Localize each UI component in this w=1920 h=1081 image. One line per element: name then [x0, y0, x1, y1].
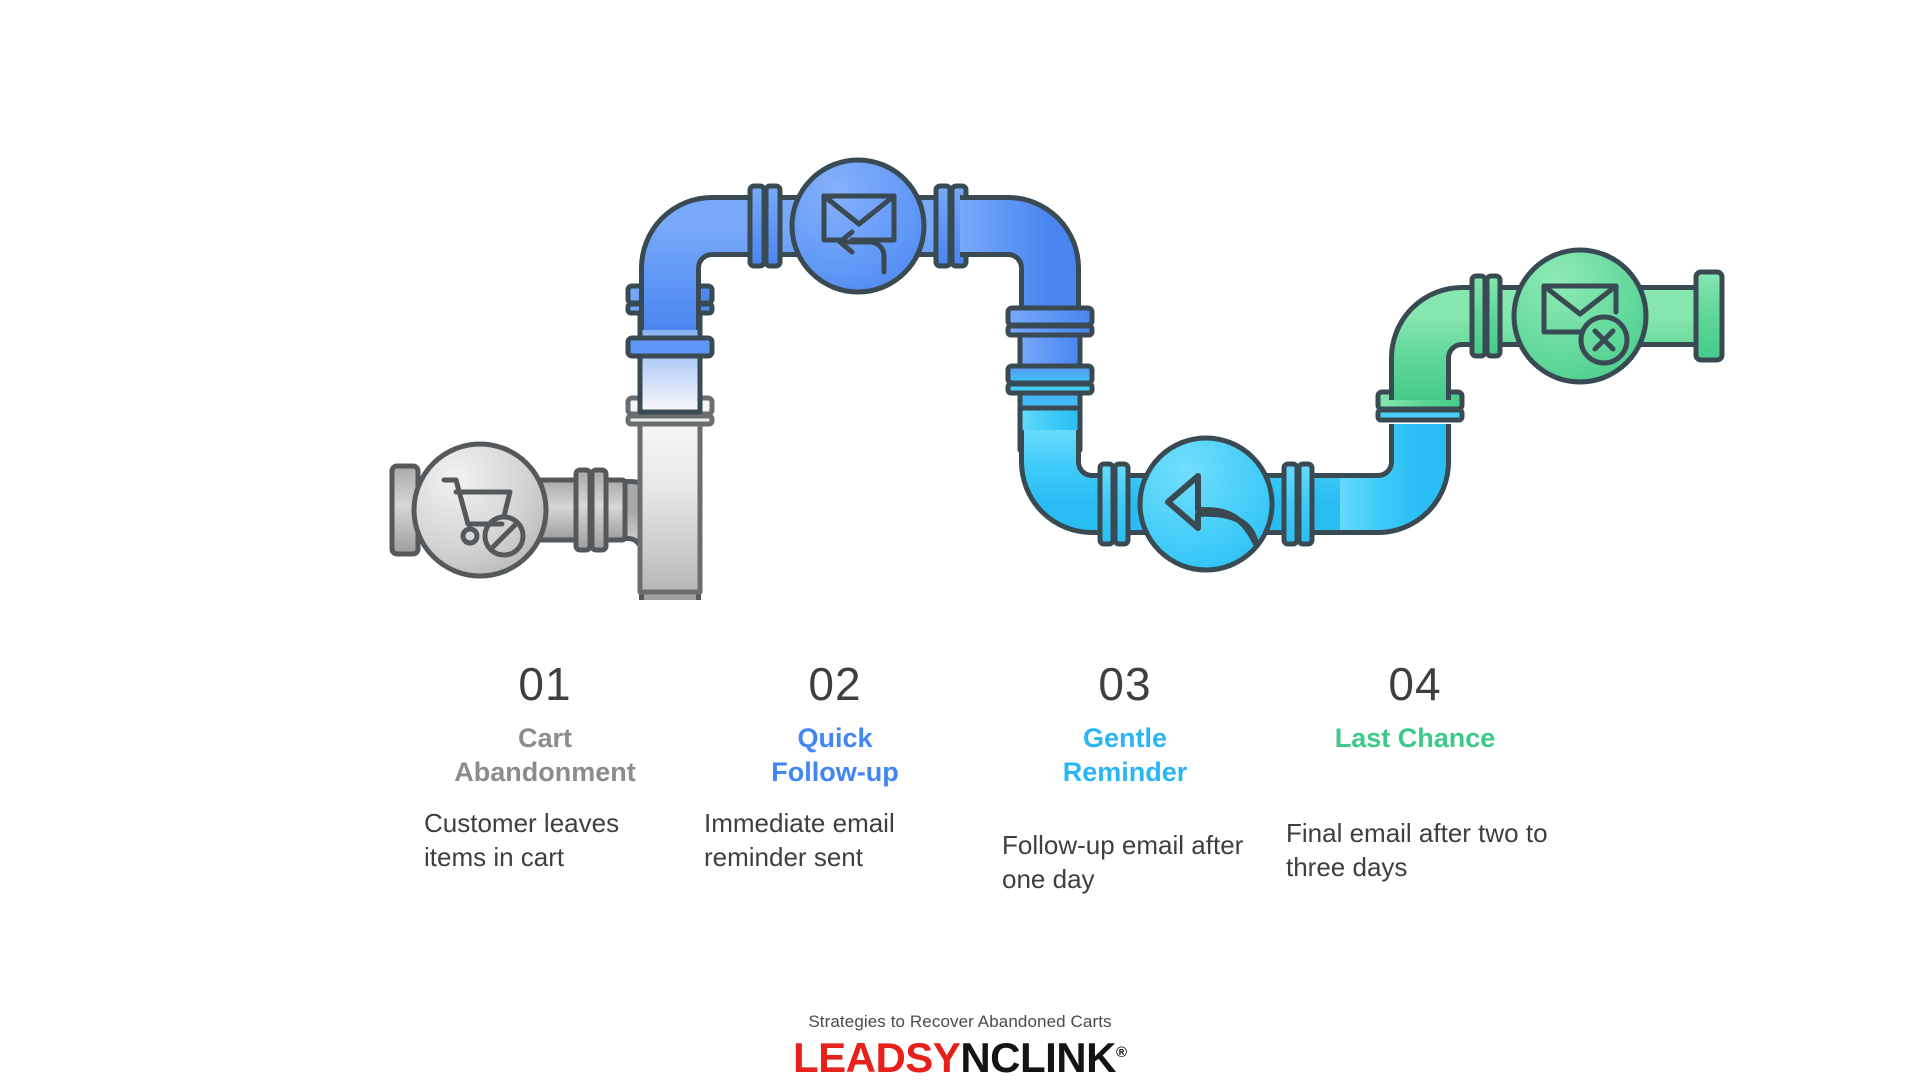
step-description-04: Final email after two to three days: [1286, 818, 1548, 883]
step-description-03: Follow-up email after one day: [1002, 830, 1244, 895]
step-number-01: 01: [518, 658, 572, 710]
step-title-line: Follow-up: [771, 756, 899, 787]
step-description-01: Customer leaves items in cart: [424, 808, 620, 873]
pipe-segment-quick-followup: [639, 183, 969, 330]
brand-logo-red: LEADSY: [792, 1034, 961, 1081]
footer-tagline: Strategies to Recover Abandoned Carts: [808, 1012, 1112, 1031]
node-last-chance: [1511, 247, 1649, 385]
no-entry-icon: [482, 514, 526, 558]
reply-arrow-icon: [1165, 473, 1259, 547]
step-column-02: 02 Quick Follow-up Immediate email remin…: [690, 660, 980, 960]
brand-logo-black: NCLINK: [960, 1034, 1116, 1081]
pipe-elbow-cyan-up: [1340, 389, 1465, 535]
node-gentle-reminder: [1137, 435, 1275, 573]
step-title-line: Quick: [797, 723, 873, 753]
step-column-01: 01 Cart Abandonment Customer leaves item…: [400, 660, 690, 960]
step-number-04: 04: [1388, 658, 1442, 710]
pipe-riser-grey-fade: [625, 395, 715, 595]
step-title-line: Gentle: [1082, 723, 1168, 753]
step-column-04: 04 Last Chance Final email after two to …: [1270, 660, 1560, 960]
step-number-03: 03: [1098, 658, 1152, 710]
step-title-02: Quick Follow-up: [690, 722, 980, 800]
email-cancel-icon: [1541, 283, 1630, 366]
pipe-elbow-blue-down: [960, 195, 1095, 417]
registered-mark-icon: ®: [1115, 1044, 1128, 1061]
step-title-line: Last Chance: [1334, 723, 1496, 753]
step-title-line: Abandonment: [454, 756, 636, 787]
pipeline-graphic: [389, 157, 1725, 640]
step-number-02: 02: [808, 658, 862, 710]
footer: Strategies to Recover Abandoned Carts LE…: [0, 1012, 1920, 1079]
cart-blocked-icon: [441, 477, 513, 546]
node-cart-abandonment: [411, 441, 549, 579]
step-description-02: Immediate email reminder sent: [704, 808, 895, 873]
email-reply-icon: [821, 193, 897, 275]
step-title-line: Cart: [517, 723, 572, 753]
node-quick-followup: [789, 157, 927, 295]
pipe-segment-gentle-reminder: [1017, 405, 1340, 547]
step-title-04: Last Chance: [1270, 722, 1560, 800]
pipe-segment-last-chance: [1389, 269, 1725, 400]
step-title-line: Reminder: [1062, 756, 1188, 787]
step-title-03: Gentle Reminder: [980, 722, 1270, 800]
brand-logo: LEADSYNCLINK®: [0, 1037, 1920, 1079]
steps-row: 01 Cart Abandonment Customer leaves item…: [400, 660, 1560, 960]
step-column-03: 03 Gentle Reminder Follow-up email after…: [980, 660, 1270, 960]
step-title-01: Cart Abandonment: [400, 722, 690, 800]
